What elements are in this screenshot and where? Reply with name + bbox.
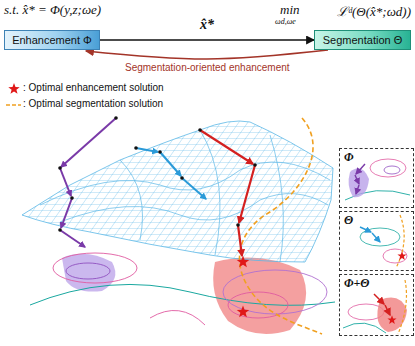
trajectory-point [236,223,240,227]
segmentation-optimum-curve [398,280,406,334]
trajectory-step [374,294,384,304]
contour-line [383,249,407,263]
optimal-star [387,315,396,324]
trajectory-step [356,185,359,194]
contour-line [228,292,288,318]
trajectory-point [180,176,184,180]
edge-label: x̂* [200,17,214,33]
objective-subscript: ωd,ωe [275,17,296,26]
legend-dashed-line [6,104,21,106]
trajectory-step [61,198,72,228]
inset-background [339,274,412,336]
panel-title: Φ+Θ [344,276,409,291]
legend-text: : Optimal segmentation solution [23,98,163,109]
trajectory-point [70,196,74,200]
edge-label: Segmentation-oriented enhancement [125,62,290,73]
contour-line [384,166,400,174]
contour-line [53,253,137,283]
legend-text: : Optimal enhancement solution [23,82,164,93]
trajectory-step [356,164,365,174]
enhancement-trajectory [60,118,116,247]
trajectory-step [239,165,255,223]
segmentation-trajectory [136,148,206,199]
trajectory-step [160,152,181,176]
contour-line [66,263,110,279]
trajectory-step [60,168,71,196]
loss-surface [22,121,333,262]
constraint-formula: s.t. x̂* = Φ(y,z;ωe) [4,2,101,18]
inset-background [339,211,412,271]
panel-title: Φ [344,150,409,165]
segmentation-box: Segmentation Θ [314,30,411,50]
joint-trajectory [200,130,255,256]
optimal-star [397,251,406,260]
objective-formula: ℒᵈ(Θ(x̂*;ωd)) [337,2,411,20]
inset-panel: Φ [339,148,414,208]
trajectory-step [360,227,371,232]
enhancement-basin [349,168,369,197]
contour-line [370,159,406,177]
contour-line [223,270,327,314]
feedback-arrow [86,50,328,59]
trajectory-step [136,148,158,152]
enhancement-trajectory [355,164,365,194]
legend-star [8,83,19,94]
trajectory-step [182,178,206,199]
panel-title: Θ [344,213,409,228]
inset-background [339,148,412,208]
data-flow-arrow [100,39,314,41]
trajectory-step [355,175,359,184]
trajectory-step [200,130,253,164]
trajectory-point [114,116,118,120]
trajectory-point [158,150,162,154]
joint-trajectory [374,294,390,315]
contour-line [30,284,335,305]
trajectory-point [134,146,138,150]
inset-panel: Φ+Θ [339,274,414,336]
segmentation-optimum-curve [396,215,404,268]
optimal-star [237,255,250,267]
trajectory-step [372,233,380,242]
box-title: Enhancement Φ [12,34,92,46]
box-title: Segmentation Θ [323,34,403,46]
trajectory-step [60,230,85,247]
trajectory-points [58,116,257,232]
trajectory-step [385,305,390,315]
objective-formula: min [280,2,300,18]
mesh-line [120,160,143,240]
trajectory-step [238,225,242,256]
segmentation-trajectory [360,227,380,242]
contour-line [360,228,400,246]
trajectory-step [61,118,116,167]
segmentation-optimum-curve [240,118,322,334]
trajectory-point [58,228,62,232]
mesh-line [270,135,283,262]
mesh-line [200,130,220,255]
trajectory-point [253,163,257,167]
trajectory-point [58,166,62,170]
enhancement-box: Enhancement Φ [4,30,100,50]
trajectory-point [198,128,202,132]
contour-line [150,310,205,325]
inset-panel: Θ [339,211,414,271]
optimal-star [237,305,250,317]
